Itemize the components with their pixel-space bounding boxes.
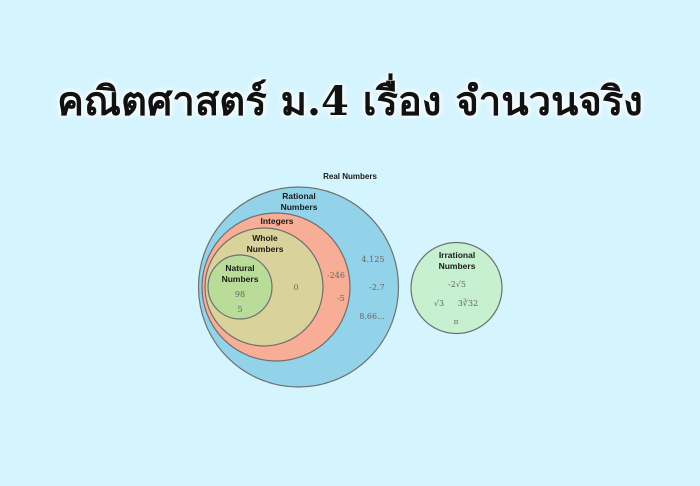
whole-label-line1: Whole: [252, 233, 278, 243]
irrational-example: π: [454, 318, 459, 326]
irrational-label-line1: Irrational: [439, 250, 475, 260]
rational-label-line1: Rational: [282, 191, 316, 201]
rational-example: -2.7: [369, 283, 384, 292]
natural-numbers-circle: [207, 254, 273, 320]
rational-label-line2: Numbers: [281, 202, 318, 212]
integer-example: -246: [327, 271, 345, 280]
integer-example: -5: [337, 294, 345, 303]
whole-example: 0: [293, 283, 298, 292]
natural-example: 5: [237, 305, 242, 314]
natural-label-line1: Natural: [225, 263, 254, 273]
irrational-example: -2√5: [448, 280, 466, 289]
natural-example: 98: [235, 290, 245, 299]
integers-label: Integers: [260, 216, 293, 226]
irrational-numbers-circle: [410, 241, 503, 335]
irrational-label-line2: Numbers: [439, 261, 476, 271]
irrational-example: √3: [434, 299, 444, 308]
irrational-example: 3∛32: [458, 298, 478, 308]
natural-label-line2: Numbers: [222, 274, 259, 284]
rational-example: 8.66...: [359, 312, 384, 321]
rational-example: 4.125: [362, 255, 385, 264]
whole-label-line2: Numbers: [247, 244, 284, 254]
page-title: คณิตศาสตร์ ม.4 เรื่อง จำนวนจริง: [57, 78, 643, 125]
real-numbers-label: Real Numbers: [323, 172, 377, 181]
